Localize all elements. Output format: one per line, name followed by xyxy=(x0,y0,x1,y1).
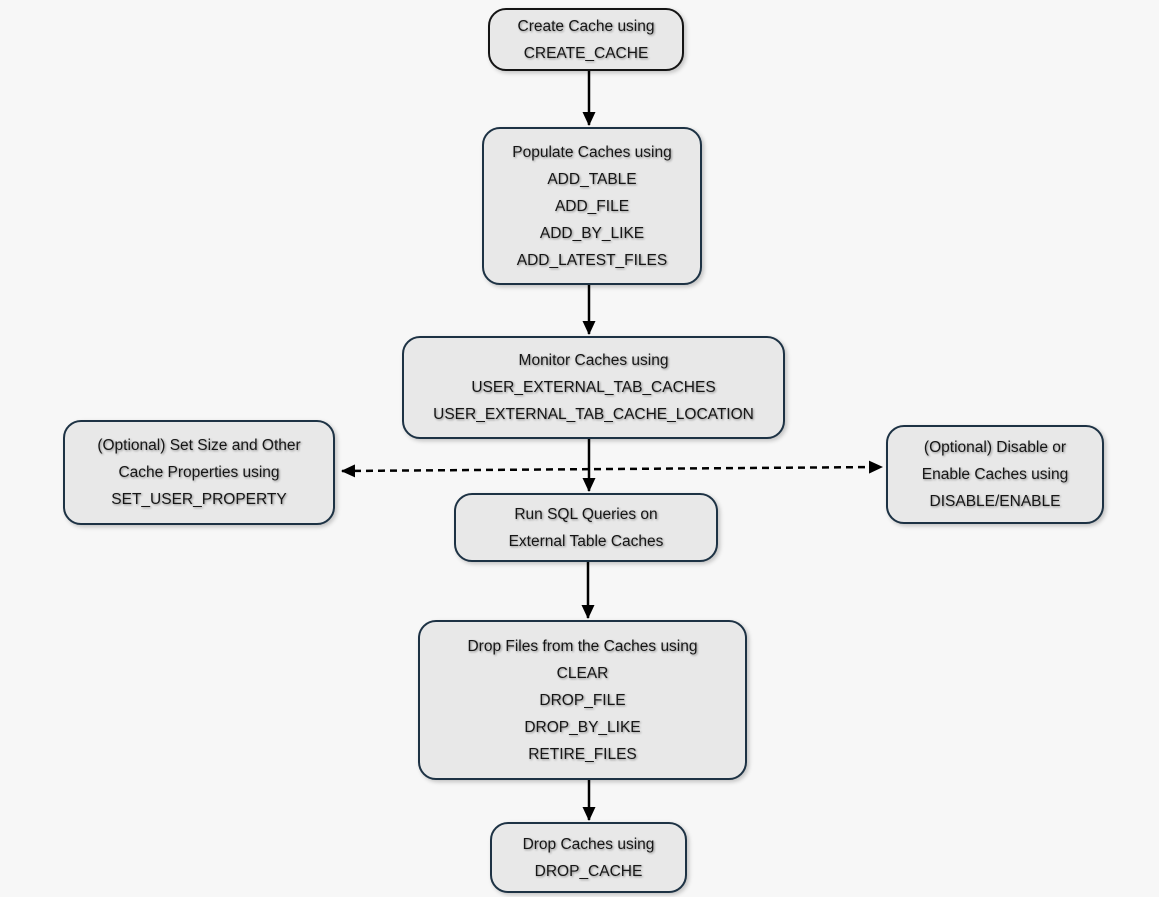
node-text: DROP_CACHE xyxy=(534,862,643,880)
node-text: RETIRE_FILES xyxy=(528,745,637,763)
node-text: External Table Caches xyxy=(508,532,664,550)
node-monitor-caches: Monitor Caches using USER_EXTERNAL_TAB_C… xyxy=(402,336,785,439)
node-text: Drop Caches using xyxy=(522,835,655,853)
node-set-properties: (Optional) Set Size and Other Cache Prop… xyxy=(63,420,335,525)
node-text: Populate Caches using xyxy=(512,143,672,161)
node-text: ADD_LATEST_FILES xyxy=(516,251,668,269)
node-text: ADD_FILE xyxy=(554,197,630,215)
node-text: ADD_BY_LIKE xyxy=(539,224,645,242)
node-text: SET_USER_PROPERTY xyxy=(111,491,287,508)
node-text: USER_EXTERNAL_TAB_CACHE_LOCATION xyxy=(433,406,754,423)
node-run-queries: Run SQL Queries on External Table Caches xyxy=(454,493,718,562)
node-text: (Optional) Set Size and Other xyxy=(97,437,301,454)
node-create-cache: Create Cache using CREATE_CACHE xyxy=(488,8,684,71)
node-text: Create Cache using xyxy=(517,17,655,35)
node-text: ADD_TABLE xyxy=(547,170,637,188)
node-text: (Optional) Disable or xyxy=(923,439,1067,456)
node-text: DROP_FILE xyxy=(539,691,626,709)
node-text: DISABLE/ENABLE xyxy=(929,493,1061,510)
node-populate-caches: Populate Caches using ADD_TABLE ADD_FILE… xyxy=(482,127,702,285)
node-drop-caches: Drop Caches using DROP_CACHE xyxy=(490,822,687,893)
node-text: CREATE_CACHE xyxy=(523,44,649,62)
node-text: Enable Caches using xyxy=(921,466,1069,483)
node-text: Monitor Caches using xyxy=(518,352,669,369)
node-text: DROP_BY_LIKE xyxy=(524,718,641,736)
node-text: Run SQL Queries on xyxy=(514,505,658,523)
node-text: USER_EXTERNAL_TAB_CACHES xyxy=(471,379,716,396)
node-text: CLEAR xyxy=(556,664,609,682)
node-text: Drop Files from the Caches using xyxy=(467,637,698,655)
node-text: Cache Properties using xyxy=(118,464,280,481)
node-disable-enable: (Optional) Disable or Enable Caches usin… xyxy=(886,425,1104,524)
node-drop-files: Drop Files from the Caches using CLEAR D… xyxy=(418,620,747,780)
dashed-connector-optional xyxy=(341,460,883,478)
